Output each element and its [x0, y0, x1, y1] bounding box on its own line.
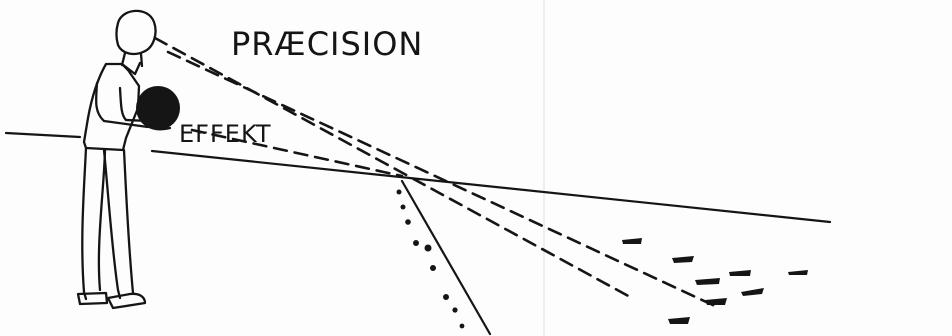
horizon-line-left: [4, 131, 82, 139]
pin-2: [672, 256, 694, 263]
gutter-line: [400, 179, 492, 336]
pin-5: [788, 270, 808, 275]
horizon-line-right: [150, 149, 832, 224]
trajectory-line-1: [153, 36, 634, 300]
effect-dots: [396, 189, 465, 329]
pin-1: [622, 238, 642, 244]
bowling-ball: [136, 86, 180, 130]
hand-under-ball: [146, 124, 172, 131]
bowler-head: [115, 9, 157, 56]
pin-8: [668, 317, 690, 324]
bowler-shoe-right: [106, 292, 147, 310]
bowler-leg-right-outer: [122, 148, 135, 295]
effect-label: EFFEKT: [179, 120, 271, 148]
precision-trajectories: [153, 36, 717, 308]
precision-label: PRÆCISION: [231, 25, 423, 63]
bowler-leg-left-outer: [81, 146, 88, 301]
bowler-arm-front: [118, 86, 152, 123]
bowler-shoe-left: [76, 291, 109, 306]
pin-3: [695, 278, 720, 285]
bowling-pins: [622, 238, 808, 324]
bowler-torso: [82, 62, 141, 152]
bowler-figure: [76, 9, 157, 310]
trajectory-line-2: [166, 50, 717, 308]
trajectory-line-3: [190, 128, 404, 178]
bowler-arm-back: [94, 81, 150, 129]
bowler-leg-right-inner: [102, 148, 122, 300]
pin-7: [705, 298, 727, 305]
pin-6: [741, 288, 764, 296]
pin-4: [729, 270, 751, 276]
lane-lines: [4, 131, 832, 336]
bowler-leg-left-inner: [97, 148, 107, 292]
bowler-collar: [120, 61, 142, 76]
